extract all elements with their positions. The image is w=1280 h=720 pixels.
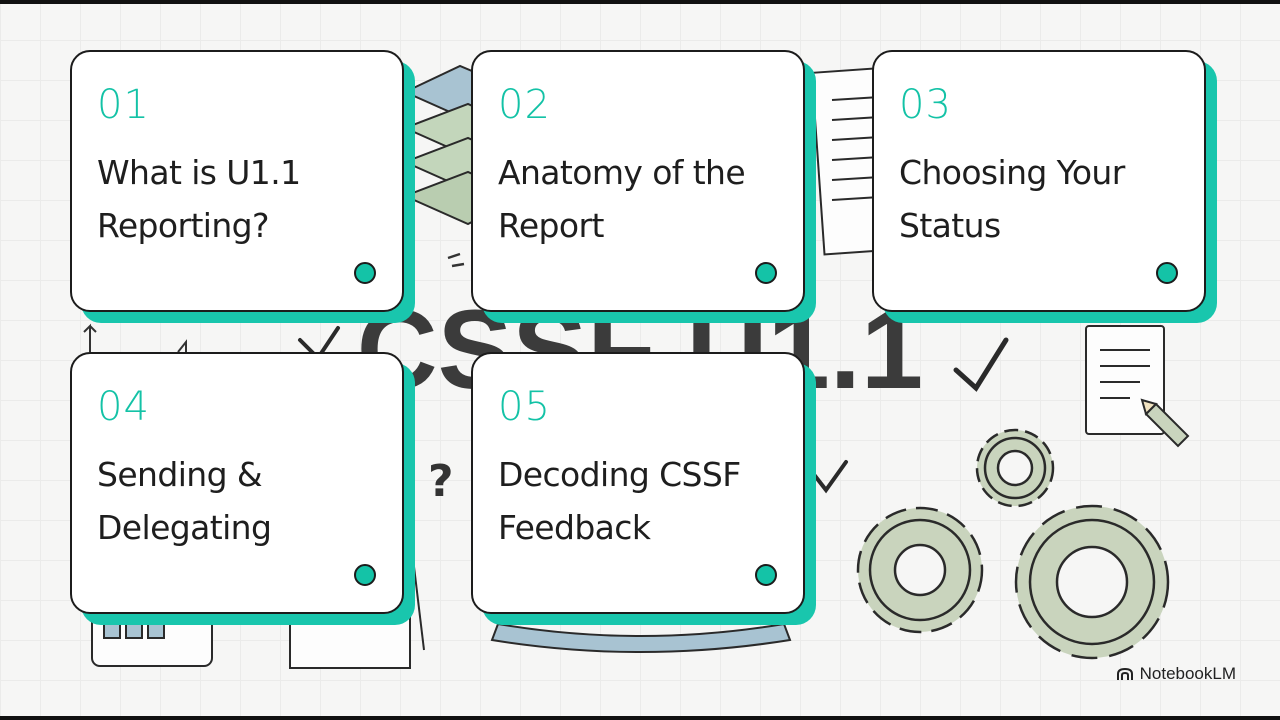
gear-icon [975,428,1055,508]
card-title: Anatomy of the Report [498,153,746,245]
card-title: Sending & Delegating [97,455,272,547]
card-indicator-dot [755,262,777,284]
topic-card-02[interactable]: 02 Anatomy of the Report [471,50,805,312]
card-number: 02 [498,82,551,128]
frame-top-border [0,0,1280,4]
pencil-icon [1140,398,1190,448]
gear-icon [1014,504,1170,660]
card-number: 03 [899,82,952,128]
topic-card-03[interactable]: 03 Choosing Your Status [872,50,1206,312]
question-mark-icon: ? [428,456,454,507]
book-icon [490,622,792,653]
notebooklm-logo-icon [1116,667,1133,680]
brand-name: NotebookLM [1139,664,1236,683]
keyboard-icon [91,611,213,667]
notebooklm-branding: NotebookLM [1116,664,1236,684]
gear-icon [856,506,984,634]
card-number: 01 [97,82,150,128]
topic-card-05[interactable]: 05 Decoding CSSF Feedback [471,352,805,614]
topic-card-01[interactable]: 01 What is U1.1 Reporting? [70,50,404,312]
card-indicator-dot [354,262,376,284]
card-title: Decoding CSSF Feedback [498,455,741,547]
card-number: 05 [498,384,551,430]
checkmark-icon [953,337,1009,392]
checkmark-icon [810,460,848,494]
frame-bottom-border [0,716,1280,720]
card-title: What is U1.1 Reporting? [97,153,301,245]
card-indicator-dot [755,564,777,586]
topic-card-04[interactable]: 04 Sending & Delegating [70,352,404,614]
card-indicator-dot [1156,262,1178,284]
card-title: Choosing Your Status [899,153,1125,245]
card-indicator-dot [354,564,376,586]
card-number: 04 [97,384,150,430]
